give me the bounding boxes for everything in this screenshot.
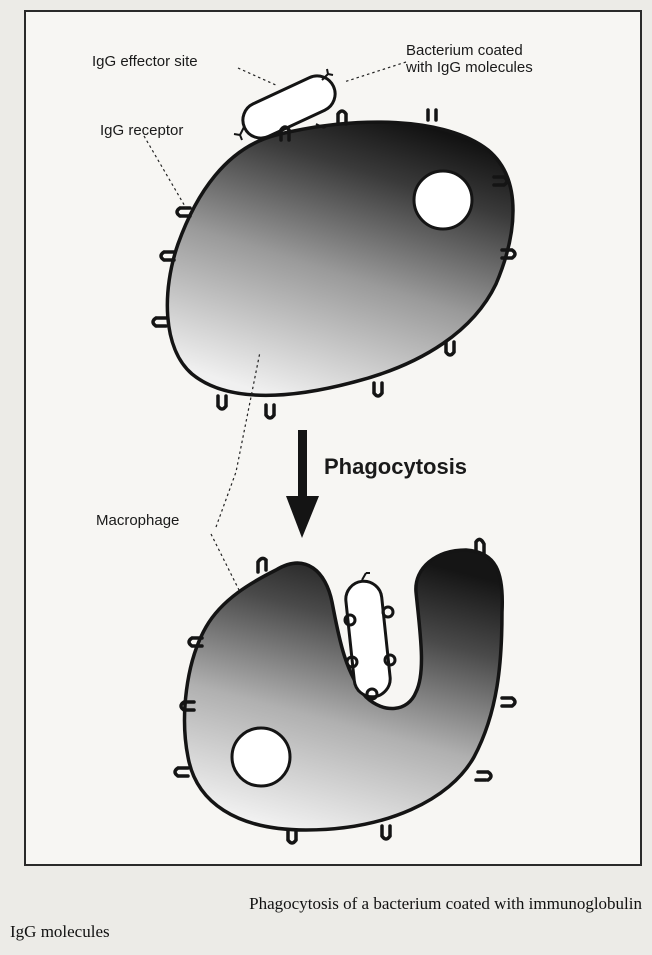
label-bacterium: Bacterium coated with IgG molecules (406, 42, 533, 76)
label-phagocytosis: Phagocytosis (324, 458, 467, 475)
igg-receptor (382, 826, 390, 839)
igg-receptor (446, 342, 454, 355)
macrophage-cell-bottom (185, 550, 503, 830)
label-macrophage: Macrophage (96, 512, 179, 529)
igg-receptor (175, 768, 188, 776)
igg-receptor (153, 318, 166, 326)
igg-receptor (218, 396, 226, 409)
phagocytosis-diagram (26, 12, 640, 864)
nucleus-bottom (232, 728, 290, 786)
receptor-binding (385, 655, 395, 665)
label-effector-site: IgG effector site (92, 53, 198, 70)
macrophage-cell-top (167, 122, 513, 395)
leader-bacterium (344, 62, 406, 82)
igg-receptor (177, 208, 190, 216)
igg-receptor (161, 252, 174, 260)
leader-receptor (144, 136, 186, 208)
igg-receptor (266, 405, 274, 418)
igg-receptor (476, 772, 491, 780)
igg-receptor (428, 110, 436, 120)
igg-receptor (288, 830, 296, 843)
igg-receptor (258, 558, 266, 572)
nucleus-top (414, 171, 472, 229)
igg-receptor (374, 383, 382, 396)
leader-effector-site (238, 68, 278, 86)
caption-line-2: IgG molecules (10, 918, 646, 946)
igg-molecule (234, 127, 244, 140)
caption-line-1: Phagocytosis of a bacterium coated with … (10, 890, 646, 918)
figure-caption: Phagocytosis of a bacterium coated with … (10, 890, 646, 946)
igg-molecule (362, 573, 370, 580)
receptor-binding (383, 607, 393, 617)
label-receptor: IgG receptor (100, 122, 183, 139)
igg-receptor (502, 698, 515, 706)
diagram-figure: IgG effector site Bacterium coated with … (24, 10, 642, 866)
phagocytosis-arrow (286, 430, 319, 538)
